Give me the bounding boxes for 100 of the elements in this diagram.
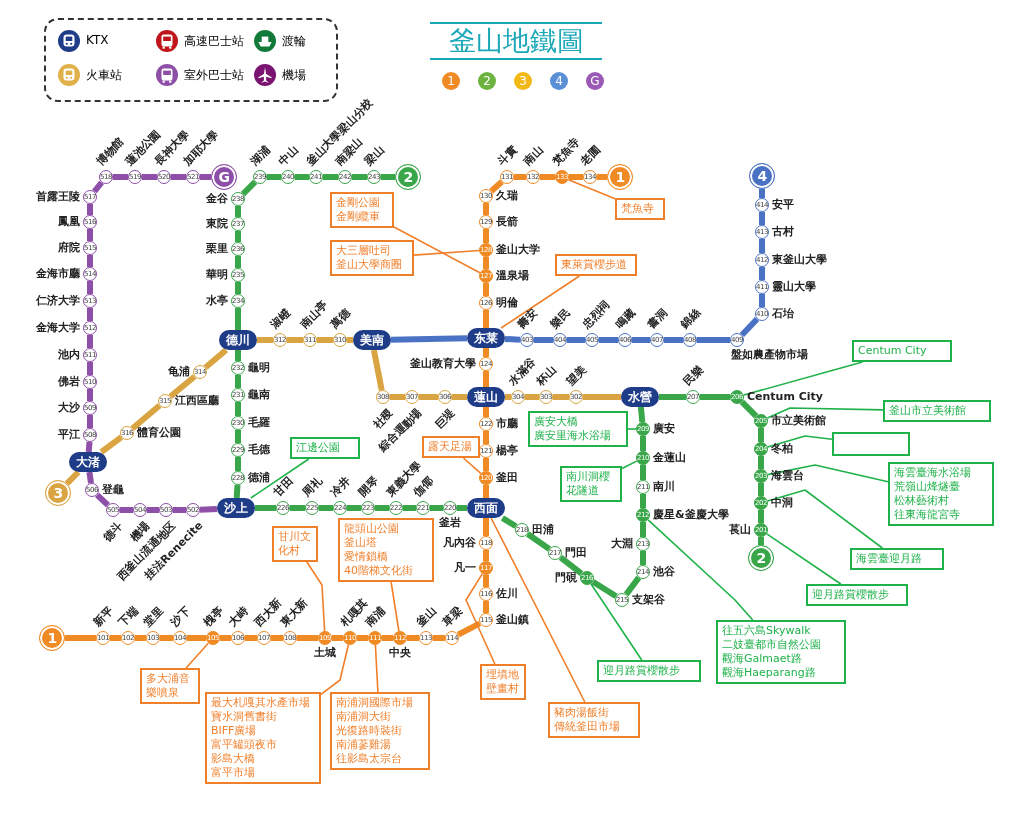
leader-line bbox=[393, 226, 481, 274]
metro-line bbox=[483, 575, 489, 587]
metro-line bbox=[640, 465, 646, 480]
metro-line bbox=[758, 510, 764, 523]
leader-line bbox=[413, 249, 480, 256]
metro-line bbox=[505, 394, 511, 400]
station-name: 萇山 bbox=[729, 523, 751, 536]
metro-line bbox=[758, 428, 764, 442]
callout-text: 松林藝術村 bbox=[894, 494, 950, 508]
callout-text: 40階梯文化街 bbox=[344, 564, 414, 578]
station-name: 周礼 bbox=[299, 474, 325, 499]
metro-line bbox=[317, 337, 333, 343]
station-name: 市立美術館 bbox=[771, 414, 826, 427]
metro-line bbox=[759, 212, 765, 225]
station-name: 鳴藏 bbox=[612, 306, 638, 331]
station-name: 田浦 bbox=[532, 523, 554, 536]
station-name: 門硯 bbox=[555, 571, 577, 584]
station-name: 門田 bbox=[565, 546, 587, 559]
leader-line bbox=[647, 519, 754, 621]
callout-text: 多大浦音樂噴泉 bbox=[146, 672, 191, 700]
metro-line bbox=[113, 174, 128, 180]
station-name: 老圃 bbox=[577, 143, 603, 168]
metro-line bbox=[381, 174, 395, 180]
callout-box bbox=[806, 584, 908, 606]
station-name: 市廳 bbox=[496, 417, 518, 430]
station-name: 忠烈祠 bbox=[579, 298, 613, 331]
title: 釜山地鐵圖 bbox=[430, 22, 602, 60]
metro-line bbox=[297, 635, 318, 641]
metro-line bbox=[591, 579, 618, 599]
metro-line bbox=[419, 394, 438, 400]
leader-line bbox=[374, 644, 379, 693]
metro-line bbox=[452, 394, 467, 400]
callout-text: 傳統釜田市場 bbox=[554, 720, 621, 734]
callout-box bbox=[330, 192, 394, 228]
station-name: 體育公園 bbox=[137, 426, 181, 439]
station-name: 長箭 bbox=[496, 215, 518, 228]
metro-line bbox=[390, 394, 405, 400]
station-name: 佐川 bbox=[496, 587, 518, 600]
callout-text: 南浦洞國際市場 bbox=[336, 696, 414, 710]
transfer-station-badge: 沙上 bbox=[217, 498, 255, 518]
metro-line bbox=[92, 180, 104, 194]
station-name: 慶星&釜慶大學 bbox=[653, 508, 729, 521]
metro-line bbox=[526, 531, 551, 552]
metro-line bbox=[240, 179, 258, 197]
station-name: 海雲台 bbox=[771, 469, 804, 482]
metro-line bbox=[160, 635, 173, 641]
callout-text: 迎月路賞櫻散步 bbox=[812, 588, 890, 602]
metro-line bbox=[147, 507, 159, 513]
station-name: 平江 bbox=[58, 428, 80, 441]
metro-line bbox=[332, 635, 343, 641]
station-name: 仁济大学 bbox=[36, 294, 80, 307]
station-name: 池谷 bbox=[653, 565, 675, 578]
line-terminal-circle: 1 bbox=[607, 164, 633, 190]
callout-box bbox=[330, 692, 430, 770]
station-name: 德浦 bbox=[248, 471, 270, 484]
callout-box bbox=[480, 664, 526, 700]
callout-text: 南浦蔘雞湯 bbox=[336, 738, 392, 752]
callout-box bbox=[205, 692, 321, 784]
metro-line bbox=[457, 505, 467, 511]
transfer-station-badge: 大渚 bbox=[69, 452, 107, 472]
callout-text: 最大札嘎其水產市場 bbox=[211, 696, 311, 710]
station-name: 釜山大学 bbox=[496, 243, 540, 256]
metro-line bbox=[758, 483, 764, 496]
callout-text: 往影島太宗台 bbox=[336, 752, 403, 766]
callout-text: 龍頭山公園 bbox=[344, 522, 400, 536]
metro-line bbox=[135, 635, 146, 641]
metro-line bbox=[99, 434, 124, 455]
metro-line bbox=[171, 174, 186, 180]
metro-line bbox=[203, 347, 229, 370]
station-name: 大淵 bbox=[611, 537, 633, 550]
callout-text: 金剛纜車 bbox=[336, 210, 381, 224]
metro-line bbox=[271, 635, 283, 641]
metro-line bbox=[483, 310, 489, 328]
callout-text: 大三層吐司 bbox=[336, 244, 392, 258]
metro-line bbox=[235, 402, 241, 416]
legend-label: 室外巴士站 bbox=[184, 67, 244, 84]
station-name: 明倫 bbox=[496, 296, 518, 309]
metro-line bbox=[540, 174, 555, 180]
metro-line bbox=[500, 515, 518, 529]
callout-box bbox=[883, 400, 991, 422]
station-name: 江西區廳 bbox=[175, 394, 219, 407]
metro-line bbox=[514, 174, 526, 180]
station-name: 金海市廳 bbox=[36, 267, 80, 280]
metro-line bbox=[483, 257, 489, 269]
station-name: 冬柏 bbox=[771, 442, 793, 455]
station-name: 沙下 bbox=[167, 604, 193, 629]
line-terminal-circle: 2 bbox=[748, 545, 774, 571]
station-name: 久瑞 bbox=[496, 189, 518, 202]
callout-text: 南浦洞大街 bbox=[336, 710, 392, 724]
station-name: 中山 bbox=[275, 143, 301, 168]
callout-box bbox=[272, 526, 318, 562]
line-number-badge: 2 bbox=[478, 72, 496, 90]
metro-line bbox=[640, 522, 646, 537]
callout-text: 荒嶺山烽燧臺 bbox=[894, 480, 961, 494]
legend-label: 渡輪 bbox=[282, 33, 306, 50]
metro-line bbox=[637, 406, 646, 423]
station-name: 槐亭 bbox=[200, 604, 226, 629]
metro-line bbox=[257, 337, 273, 343]
station-name: 池内 bbox=[58, 348, 80, 361]
station-name: 釜山 bbox=[413, 604, 439, 629]
